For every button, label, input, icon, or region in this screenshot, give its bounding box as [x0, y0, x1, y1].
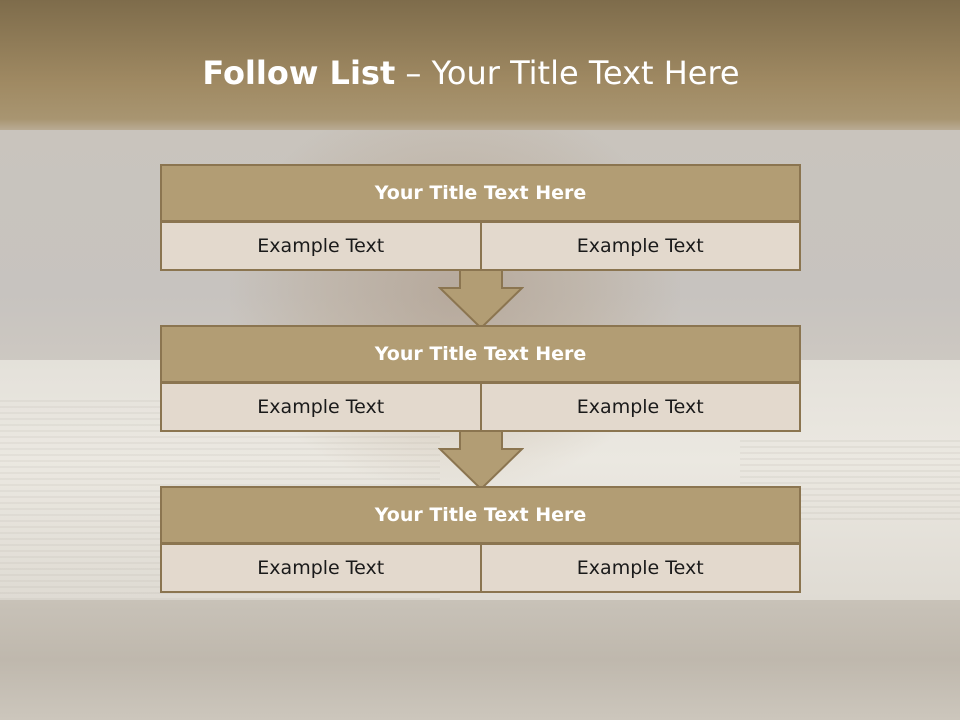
- list-block-3: Your Title Text Here Example Text Exampl…: [160, 486, 801, 593]
- block-row: Example Text Example Text: [160, 221, 801, 271]
- block-cell-right: Example Text: [481, 543, 801, 593]
- list-block-1: Your Title Text Here Example Text Exampl…: [160, 164, 801, 271]
- block-cell-right: Example Text: [481, 221, 801, 271]
- block-cell-right: Example Text: [481, 382, 801, 432]
- slide-title-bold: Follow List: [202, 54, 396, 92]
- slide-title: Follow List – Your Title Text Here: [0, 54, 942, 92]
- background-top-band: [0, 0, 960, 140]
- down-arrow-icon: [438, 270, 524, 330]
- down-arrow-icon: [438, 431, 524, 491]
- block-cell-left: Example Text: [160, 382, 482, 432]
- list-block-2: Your Title Text Here Example Text Exampl…: [160, 325, 801, 432]
- block-row: Example Text Example Text: [160, 543, 801, 593]
- block-cell-left: Example Text: [160, 543, 482, 593]
- block-header: Your Title Text Here: [160, 486, 801, 544]
- block-row: Example Text Example Text: [160, 382, 801, 432]
- background-table: [0, 600, 960, 720]
- slide-title-rest: – Your Title Text Here: [395, 54, 740, 92]
- block-header: Your Title Text Here: [160, 164, 801, 222]
- block-header: Your Title Text Here: [160, 325, 801, 383]
- block-cell-left: Example Text: [160, 221, 482, 271]
